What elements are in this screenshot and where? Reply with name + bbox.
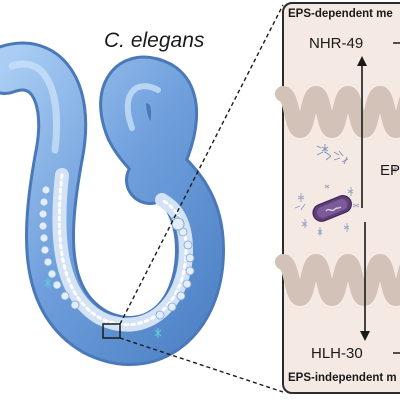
eps-cluster-icon-right bbox=[391, 165, 398, 173]
magnify-box bbox=[102, 323, 121, 339]
eps-cluster-icon bbox=[316, 144, 349, 165]
bacterium-icon bbox=[312, 195, 352, 222]
mechanism-panel bbox=[275, 2, 400, 394]
worm-body-fill bbox=[0, 44, 223, 363]
germline-right bbox=[155, 215, 195, 320]
factor-nhr49: NHR-49 bbox=[309, 35, 364, 52]
membrane-bottom bbox=[275, 253, 400, 307]
worm-highlight bbox=[8, 60, 61, 154]
germline-left bbox=[38, 185, 80, 310]
worm-highlight-2 bbox=[124, 83, 161, 131]
zoom-line-top bbox=[119, 4, 284, 325]
eps-cluster-around-bacterium bbox=[294, 184, 360, 236]
arrow-down bbox=[360, 222, 370, 341]
arrow-up bbox=[357, 56, 367, 208]
worm-illustration bbox=[0, 41, 226, 366]
panel-bottom-header: EPS-independent m bbox=[288, 372, 397, 384]
worm-vulva bbox=[171, 217, 185, 231]
eps-label: EPS bbox=[380, 162, 400, 179]
gut-bacteria-cluster-1 bbox=[44, 278, 52, 288]
zoom-line-bottom bbox=[119, 337, 284, 393]
gut-bacteria-cluster-2 bbox=[154, 328, 162, 338]
panel-top-header: EPS-dependent me bbox=[288, 8, 393, 20]
membrane-top bbox=[275, 85, 400, 139]
factor-hlh30: HLH-30 bbox=[311, 345, 363, 362]
organism-label: C. elegans bbox=[104, 29, 205, 52]
